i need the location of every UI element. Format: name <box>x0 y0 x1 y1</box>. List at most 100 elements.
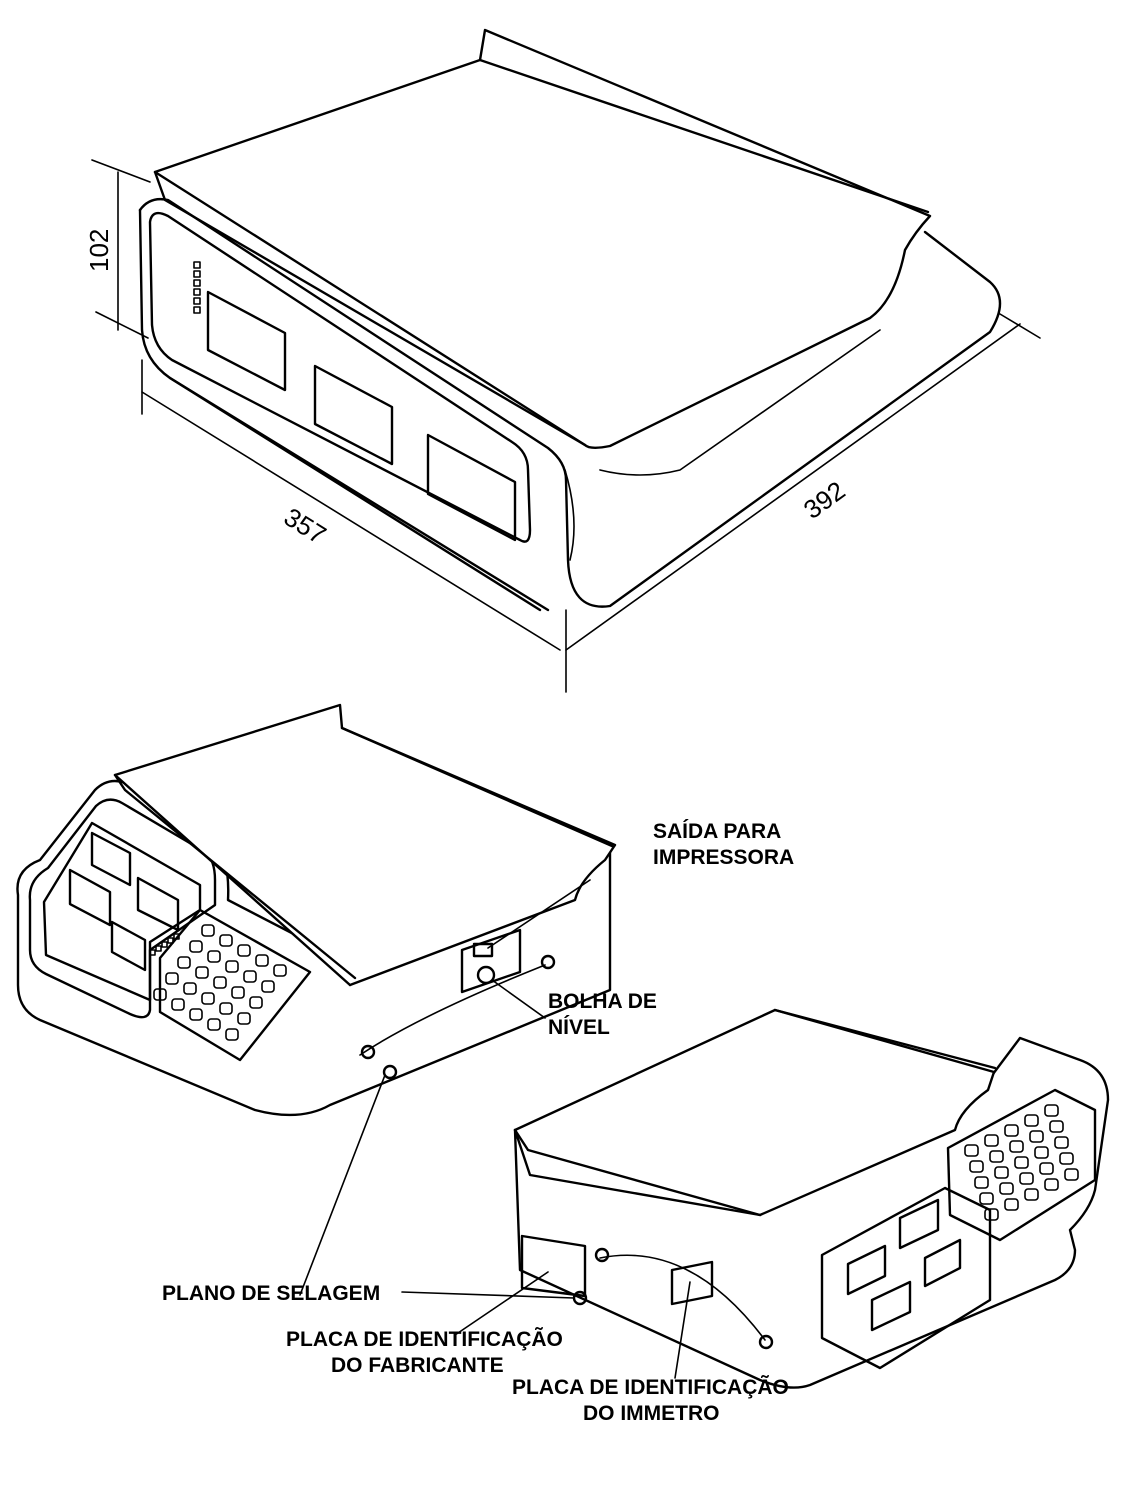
keypad-key <box>979 1192 994 1205</box>
keypad-key <box>1024 1114 1039 1127</box>
scale-top-view: 102 357 392 <box>84 28 1041 693</box>
weighing-platter <box>113 703 617 987</box>
platter-front-lip <box>153 170 587 447</box>
keypad-key <box>1049 1120 1064 1133</box>
keypad-key <box>195 966 209 979</box>
keypad-key <box>183 982 197 995</box>
keypad-key <box>201 992 215 1005</box>
keypad-key <box>1034 1146 1049 1159</box>
dimension-height-label: 102 <box>84 229 114 272</box>
inmetro-plate <box>670 1260 714 1306</box>
keypad-key <box>153 988 167 1001</box>
platter-back-fold <box>478 58 930 214</box>
scale-rear-view <box>401 1008 1110 1389</box>
keypad-key <box>237 1012 251 1025</box>
keypad-key <box>213 976 227 989</box>
leader-sealing-plane-1 <box>299 1074 386 1296</box>
scale-body-outline <box>16 779 612 1117</box>
display-window-4 <box>923 1238 962 1288</box>
label-inmetro-plate-line1: PLACA DE IDENTIFICAÇÃO <box>512 1376 789 1399</box>
sealing-screw-1 <box>594 1247 610 1263</box>
keypad-key <box>1054 1136 1069 1149</box>
display-window-3 <box>136 876 180 932</box>
keypad-key <box>207 1018 221 1031</box>
keypad-key <box>964 1144 979 1157</box>
printer-port <box>472 942 494 958</box>
keypad-key <box>189 1008 203 1021</box>
keypad-key <box>1064 1168 1079 1181</box>
weighing-platter <box>153 28 932 449</box>
label-level-bubble-line2: NÍVEL <box>548 1016 610 1039</box>
display-window-1 <box>206 290 287 392</box>
printer-port-housing <box>460 928 522 994</box>
keypad-key <box>237 944 251 957</box>
side-crease <box>564 469 575 561</box>
display-window-1 <box>90 831 132 887</box>
leader-inmetro-plate <box>674 1281 691 1379</box>
weighing-platter <box>513 1008 996 1217</box>
keypad-key <box>1029 1130 1044 1143</box>
keypad-key <box>1044 1178 1059 1191</box>
keypad-keys <box>964 1104 1079 1221</box>
display-window-3 <box>426 433 517 542</box>
keypad-key <box>984 1134 999 1147</box>
sealing-screw-1 <box>540 954 556 970</box>
keypad-key <box>243 970 257 983</box>
keypad-key <box>999 1182 1014 1195</box>
keypad-key <box>219 934 233 947</box>
keypad-key <box>249 996 263 1009</box>
keypad-key <box>974 1176 989 1189</box>
platter-back-fold <box>773 1008 997 1070</box>
keypad-key <box>165 972 179 985</box>
keypad-key <box>225 960 239 973</box>
keypad-key <box>201 924 215 937</box>
keypad-key <box>1009 1140 1024 1153</box>
display-frame <box>148 211 532 543</box>
indicator-leds <box>193 261 201 314</box>
display-window-3 <box>870 1280 912 1332</box>
keypad-key <box>1059 1152 1074 1165</box>
keypad-key <box>261 980 275 993</box>
label-inmetro-plate-line2: DO IMMETRO <box>583 1402 720 1425</box>
keypad-keys <box>153 924 287 1041</box>
keypad-key <box>273 964 287 977</box>
keypad-key <box>1019 1172 1034 1185</box>
platter-back-fold <box>340 726 614 848</box>
display-window-1 <box>846 1244 887 1296</box>
display-frame <box>28 798 217 1019</box>
display-window-4 <box>110 920 147 972</box>
label-manufacturer-plate-line2: DO FABRICANTE <box>331 1354 504 1377</box>
display-window-2 <box>898 1198 940 1250</box>
keypad-frame <box>946 1088 1097 1242</box>
display-inner-frame <box>42 821 202 1002</box>
scale-body-outline <box>513 1036 1110 1389</box>
leader-printer-output <box>487 879 591 949</box>
keypad-key <box>177 956 191 969</box>
dimension-width: 357 <box>141 359 567 693</box>
keypad-key <box>255 954 269 967</box>
dimension-width-label: 357 <box>279 502 332 550</box>
sealing-wire <box>599 1254 766 1341</box>
label-manufacturer-plate-line1: PLACA DE IDENTIFICAÇÃO <box>286 1328 563 1351</box>
keypad-key <box>1014 1156 1029 1169</box>
keypad-key <box>231 986 245 999</box>
keypad-key <box>1024 1188 1039 1201</box>
dimension-depth-label: 392 <box>798 475 851 525</box>
leader-sealing-plane-2 <box>401 1291 575 1299</box>
display-window-2 <box>313 364 394 466</box>
keypad-key <box>1039 1162 1054 1175</box>
keypad-key <box>994 1166 1009 1179</box>
label-printer-output-line2: IMPRESSORA <box>653 846 794 869</box>
display-frame <box>820 1186 992 1370</box>
scale-front-view <box>16 703 617 1296</box>
leader-level-bubble <box>491 979 546 1019</box>
keypad-key <box>219 1002 233 1015</box>
label-sealing-plane: PLANO DE SELAGEM <box>162 1282 380 1305</box>
platter-front-lip <box>513 1128 762 1217</box>
keypad-key <box>1004 1124 1019 1137</box>
keypad-key <box>189 940 203 953</box>
keypad-key <box>989 1150 1004 1163</box>
keypad-key <box>171 998 185 1011</box>
sealing-screw-2 <box>360 1044 376 1060</box>
sealing-screw-3 <box>382 1064 398 1080</box>
